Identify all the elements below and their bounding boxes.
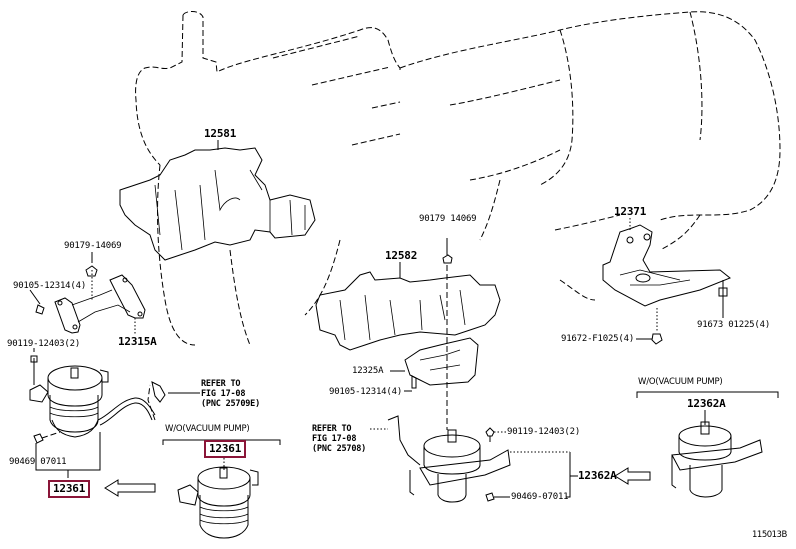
part-12581-bracket [119, 140, 316, 261]
part-12361-insulator-vacuum [177, 466, 259, 539]
label-12371[interactable]: 12371 [614, 205, 647, 218]
engine-block-outline [135, 11, 781, 346]
condition-note-right: W/O(VACUUM PUMP) [638, 377, 723, 387]
label-90119-12403-mid[interactable]: 90119-12403(2) [507, 427, 581, 437]
label-12362A-mid[interactable]: 12362A [578, 469, 617, 482]
label-90179-14069-mid[interactable]: 90179 14069 [419, 214, 477, 224]
label-12315A[interactable]: 12315A [118, 335, 157, 348]
reference-line-1: REFER TO [201, 379, 241, 389]
part-12371-bracket [602, 218, 731, 345]
reference-line-2: FIG 17-08 [312, 434, 357, 444]
label-12325A[interactable]: 12325A [352, 366, 384, 376]
part-12362A-insulator-mid [370, 415, 578, 503]
label-91672-F1025[interactable]: 91672-F1025(4) [561, 334, 635, 344]
reference-line-3: (PNC 25709E) [201, 399, 261, 409]
part-12362A-insulator-right [671, 421, 763, 498]
reference-line-3: (PNC 25708) [312, 444, 367, 454]
arrow-left-2 [614, 467, 651, 485]
label-90179-14069-left[interactable]: 90179-14069 [64, 241, 122, 251]
label-90105-12314-mid[interactable]: 90105-12314(4) [329, 387, 403, 397]
condition-note-mid: W/O(VACUUM PUMP) [165, 424, 250, 434]
label-12581[interactable]: 12581 [204, 127, 237, 140]
label-12582[interactable]: 12582 [385, 249, 418, 262]
label-90469-07011-mid[interactable]: 90469-07011 [511, 492, 569, 502]
label-90105-12314-left[interactable]: 90105-12314(4) [13, 281, 87, 291]
part-12361-insulator-left [29, 348, 200, 478]
arrow-left-1 [104, 479, 156, 497]
reference-line-1: REFER TO [312, 424, 352, 434]
label-12361-left[interactable]: 12361 [48, 480, 91, 498]
label-90119-12403-left[interactable]: 90119-12403(2) [7, 339, 81, 349]
label-91673-01225[interactable]: 91673 01225(4) [697, 320, 771, 330]
reference-line-2: FIG 17-08 [201, 389, 246, 399]
part-12325A-bracket [390, 238, 479, 430]
label-12361-vacuum[interactable]: 12361 [204, 440, 247, 458]
diagram-id: 115013B [752, 530, 787, 540]
part-12315A-bracket [29, 252, 146, 335]
part-12582-bracket [315, 262, 501, 351]
label-90469-07011-left[interactable]: 90469 07011 [9, 457, 67, 467]
label-12362A-right[interactable]: 12362A [687, 397, 726, 410]
